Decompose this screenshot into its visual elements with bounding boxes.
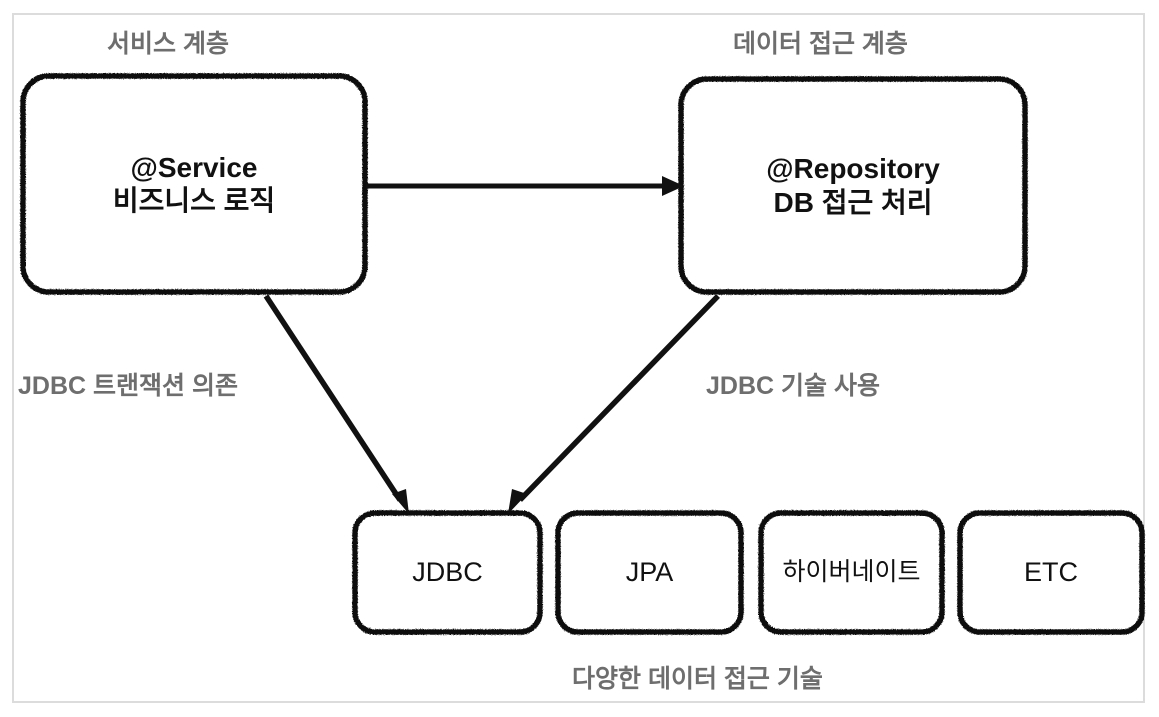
title-service-layer: 서비스 계층 <box>107 30 229 58</box>
edge-label-jdbc-technology-usage: JDBC 기술 사용 <box>706 372 880 400</box>
diagram-frame <box>12 13 1145 703</box>
edge-label-jdbc-transaction-dependency: JDBC 트랜잭션 의존 <box>18 372 238 400</box>
caption-various-data-access-technologies: 다양한 데이터 접근 기술 <box>572 665 823 693</box>
title-data-access-layer: 데이터 접근 계층 <box>733 30 908 58</box>
